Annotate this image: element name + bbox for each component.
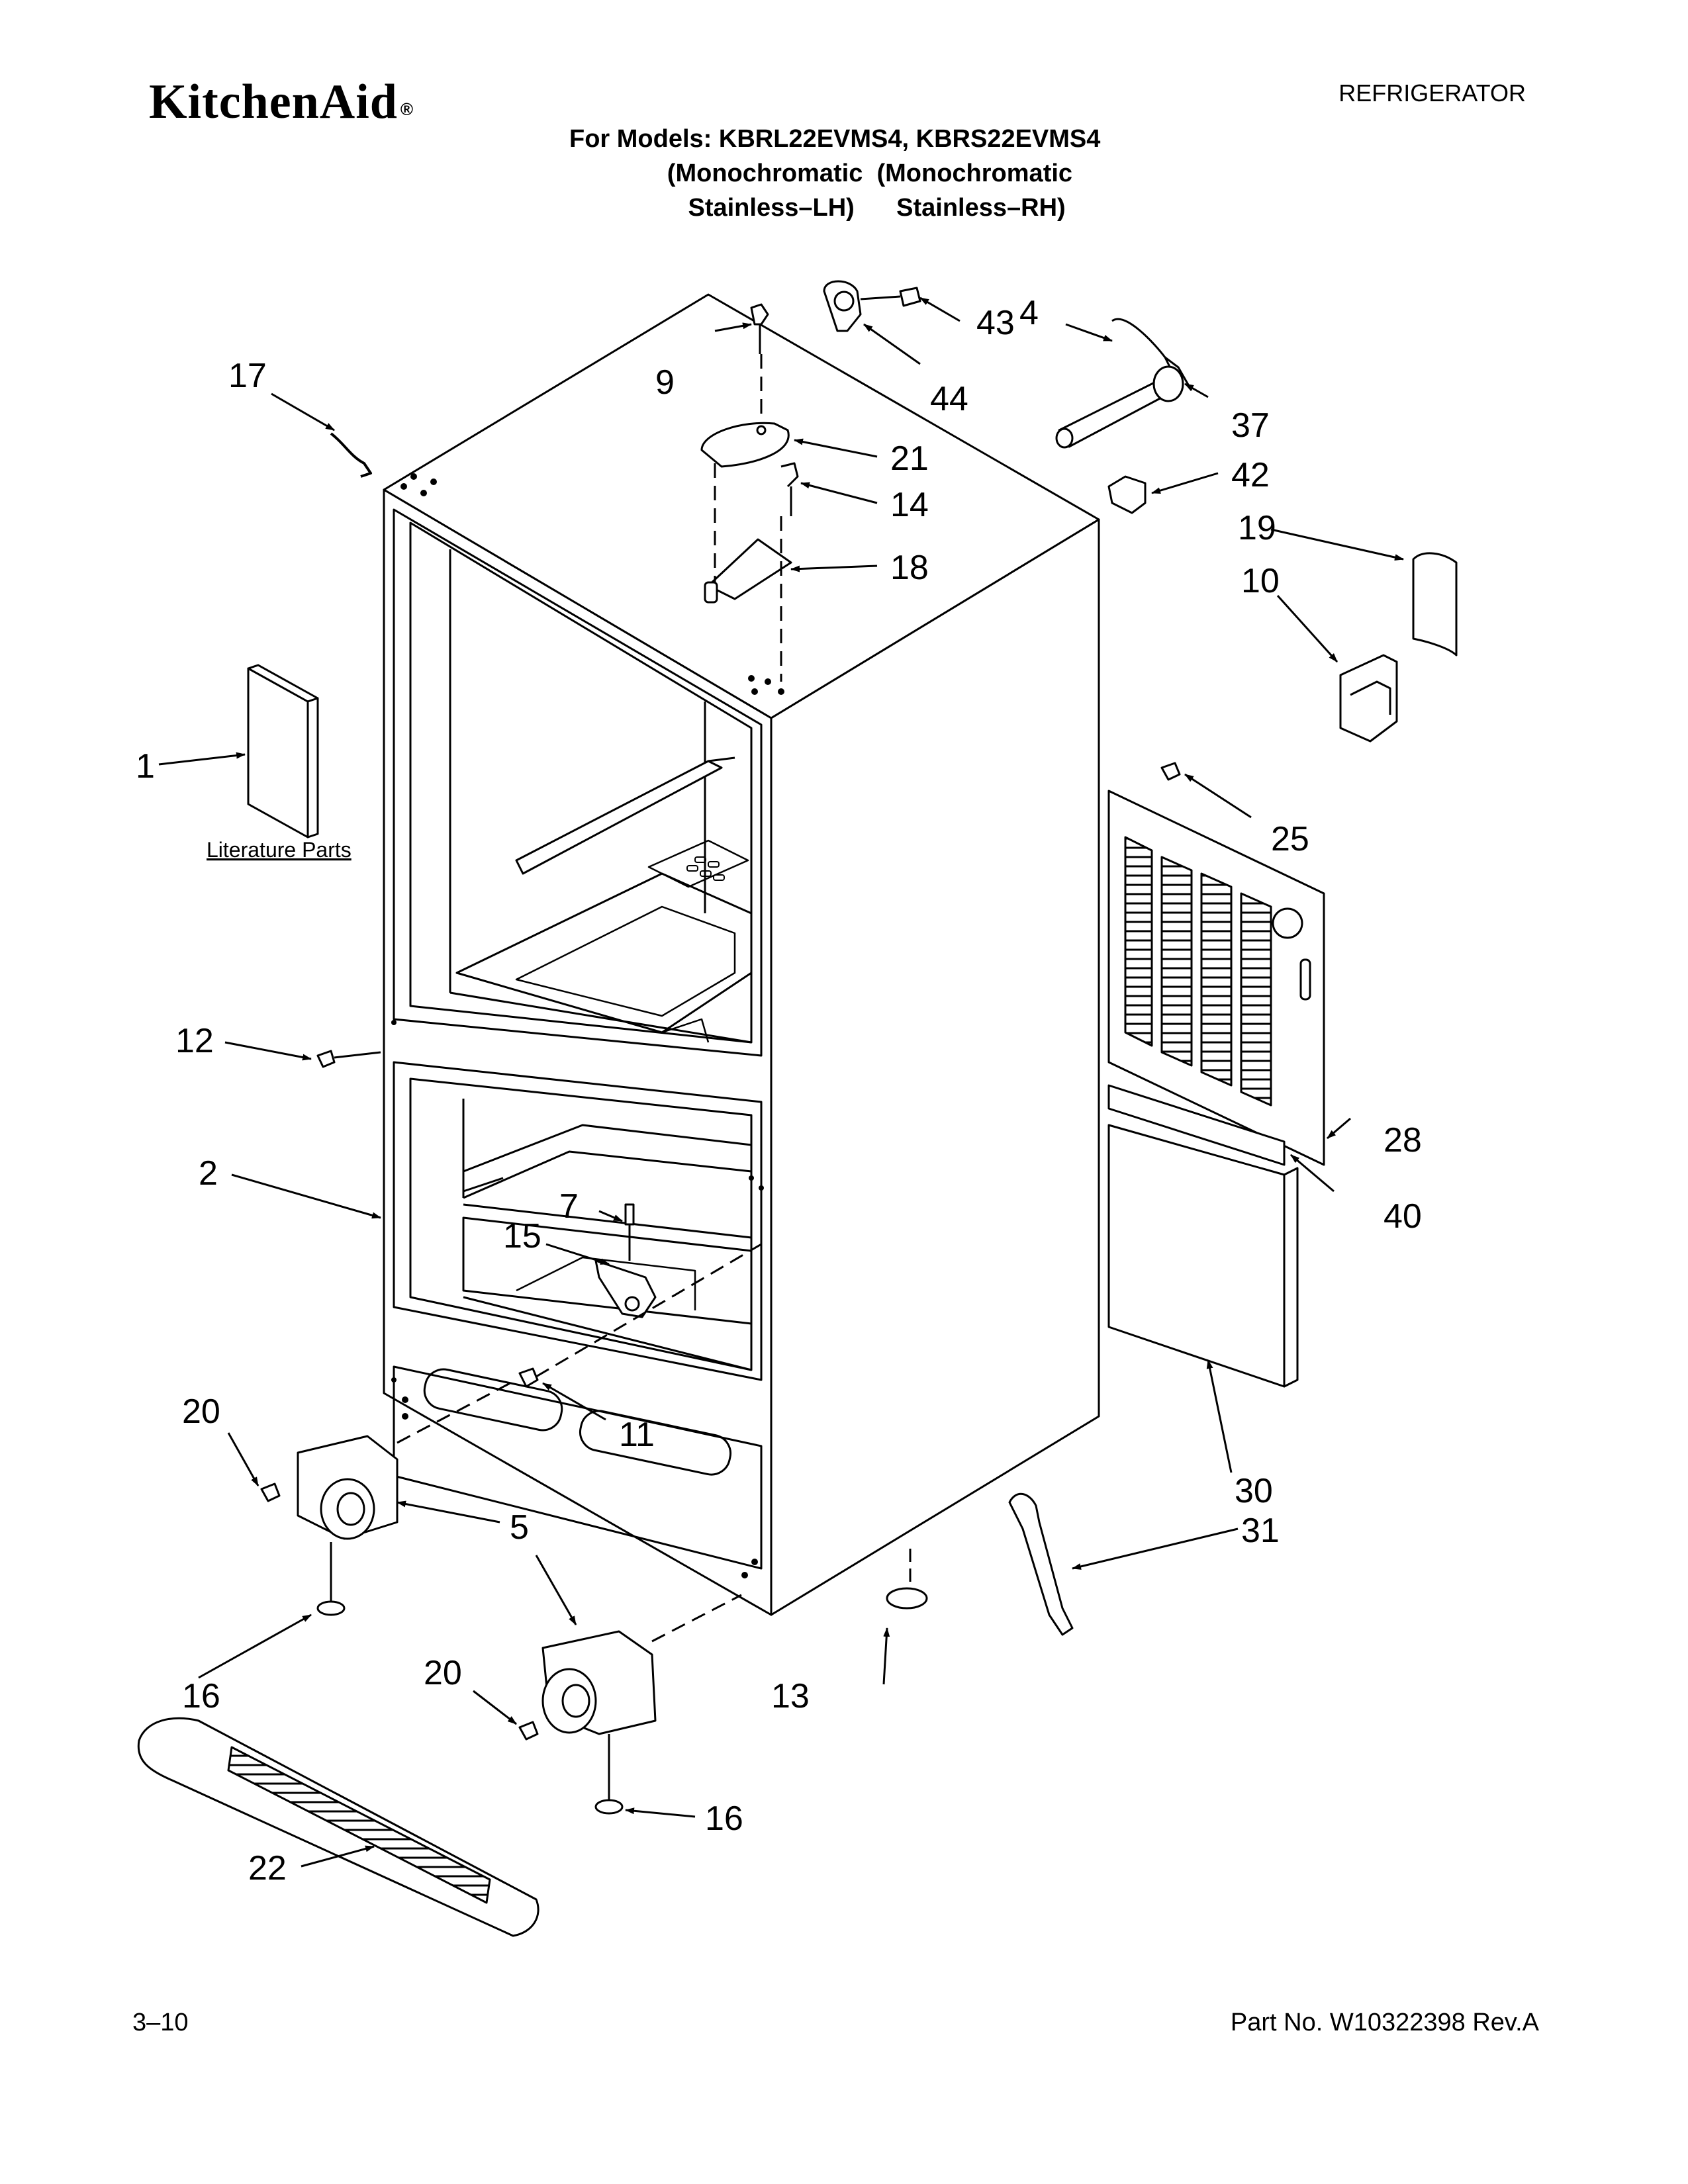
models-line-1: For Models: KBRL22EVMS4, KBRS22EVMS4 xyxy=(569,125,1101,153)
brand-logo: KitchenAid® xyxy=(149,75,414,129)
screw-12 xyxy=(316,1050,336,1068)
callout-30: 30 xyxy=(1235,1472,1273,1510)
callout-37: 37 xyxy=(1231,406,1270,445)
callout-11: 11 xyxy=(619,1416,655,1454)
leveling-tool xyxy=(1008,1492,1074,1636)
trim-strip xyxy=(1107,1084,1286,1166)
models-line-3: Stainless–LH) Stainless–RH) xyxy=(569,194,1066,222)
page-number: 3–10 xyxy=(132,2009,189,2036)
grille-panel xyxy=(1107,790,1325,1166)
callout-18: 18 xyxy=(890,549,929,587)
callout-1: 1 xyxy=(136,747,155,786)
models-title: For Models: KBRL22EVMS4, KBRS22EVMS4 (Mo… xyxy=(569,122,1100,225)
callout-25: 25 xyxy=(1271,820,1309,858)
top-hinge-assembly xyxy=(700,303,799,682)
callout-7: 7 xyxy=(559,1187,579,1226)
callout-40: 40 xyxy=(1383,1197,1422,1236)
callout-28: 28 xyxy=(1383,1121,1422,1160)
callout-31: 31 xyxy=(1241,1512,1280,1550)
callout-12: 12 xyxy=(175,1022,214,1060)
callout-43: 43 xyxy=(976,304,1015,342)
callout-20-left: 20 xyxy=(182,1392,220,1431)
callout-20-right: 20 xyxy=(424,1654,462,1692)
door-closer-parts xyxy=(823,280,921,332)
screw-20-right xyxy=(518,1721,539,1741)
roller-assembly-left xyxy=(297,1379,517,1616)
tube-part xyxy=(330,432,372,478)
cabinet xyxy=(383,293,1100,1616)
foot-pad xyxy=(886,1549,928,1610)
callout-10: 10 xyxy=(1241,562,1280,600)
callout-16-left: 16 xyxy=(182,1677,220,1715)
callout-16-right: 16 xyxy=(705,1799,743,1838)
callout-22: 22 xyxy=(248,1849,287,1888)
models-line-2: (Monochromatic (Monochromatic xyxy=(569,159,1073,187)
part-number: Part No. W10322398 Rev.A xyxy=(1230,2009,1539,2036)
callout-15: 15 xyxy=(503,1217,541,1255)
callout-5: 5 xyxy=(510,1508,529,1547)
screw-20-left xyxy=(260,1482,281,1502)
screw-25 xyxy=(1160,762,1181,781)
callout-4: 4 xyxy=(1019,294,1039,332)
callout-44: 44 xyxy=(930,380,968,418)
callout-14: 14 xyxy=(890,486,929,524)
clip-part xyxy=(1107,475,1147,514)
center-hinge-bracket xyxy=(594,1203,657,1318)
literature-parts-label: Literature Parts xyxy=(207,838,352,862)
screw-11 xyxy=(518,1367,539,1388)
callout-13: 13 xyxy=(771,1677,810,1715)
callout-2: 2 xyxy=(199,1154,218,1193)
bracket-part xyxy=(1339,654,1398,743)
water-tube-assembly xyxy=(1055,318,1193,449)
lower-access-panel xyxy=(1107,1124,1299,1388)
callout-21: 21 xyxy=(890,439,929,478)
callout-9: 9 xyxy=(655,363,675,402)
hinge-cover xyxy=(1412,552,1458,657)
callout-42: 42 xyxy=(1231,456,1270,494)
base-grille xyxy=(137,1717,539,1937)
roller-assembly-right xyxy=(541,1594,742,1815)
callout-17: 17 xyxy=(228,357,267,395)
literature-parts xyxy=(247,664,319,839)
category-label: REFRIGERATOR xyxy=(1338,79,1526,107)
callout-19: 19 xyxy=(1238,509,1276,547)
